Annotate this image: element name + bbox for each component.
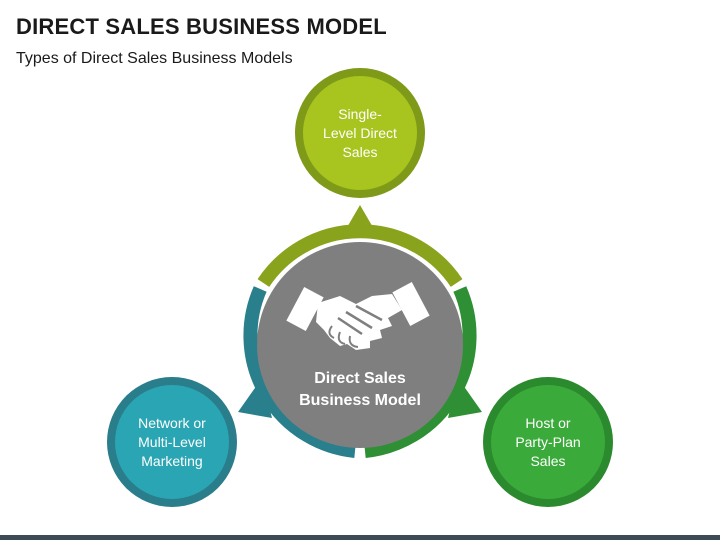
handshake-icon <box>286 282 430 350</box>
node-network-circle <box>115 385 229 499</box>
slide-subtitle: Types of Direct Sales Business Models <box>16 50 293 67</box>
center-label: Direct Sales Business Model <box>299 370 421 409</box>
arrow-right <box>448 378 482 418</box>
node-single-level-label: Single- Level Direct Sales <box>323 105 397 160</box>
arrow-left <box>238 378 272 418</box>
node-network-label: Network or Multi-Level Marketing <box>138 414 206 469</box>
footer-bar <box>0 535 720 540</box>
arrow-up <box>342 205 378 236</box>
node-host-label: Host or Party-Plan Sales <box>515 414 581 469</box>
slide-title: DIRECT SALES BUSINESS MODEL <box>16 14 387 39</box>
arc-right <box>364 286 477 458</box>
node-single-level-circle <box>303 76 417 190</box>
node-host-circle <box>491 385 605 499</box>
arc-left <box>243 286 356 458</box>
